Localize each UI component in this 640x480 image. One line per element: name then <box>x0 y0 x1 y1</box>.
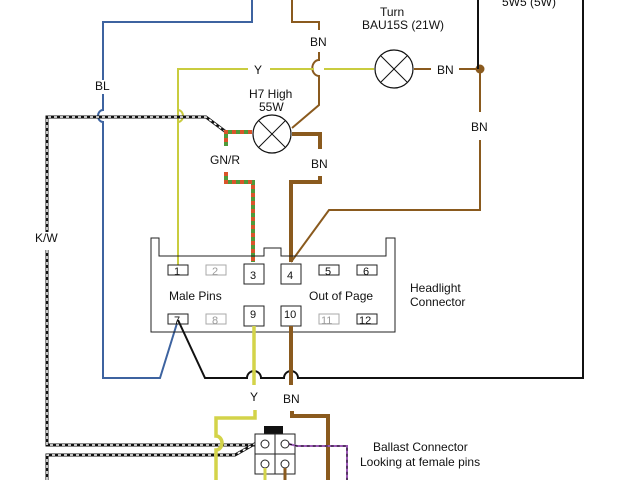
wire-y-ballast <box>214 410 257 480</box>
svg-text:6: 6 <box>363 266 369 278</box>
connector-name-line2: Connector <box>410 295 465 309</box>
svg-text:10: 10 <box>284 309 296 321</box>
high-bulb-title: H7 High <box>249 87 292 101</box>
svg-text:1: 1 <box>174 266 180 278</box>
wire-label-bn-turn: BN <box>437 63 454 77</box>
wire-gnr <box>224 130 255 262</box>
connector-name-line1: Headlight <box>410 281 461 295</box>
svg-text:7: 7 <box>174 315 180 327</box>
wire-bn-high-lower <box>289 176 322 262</box>
ballast-label-line1: Ballast Connector <box>373 440 468 454</box>
turn-bulb-spec: BAU15S (21W) <box>362 18 444 32</box>
wire-label-bn-top: BN <box>310 35 327 49</box>
high-beam-bulb-icon <box>252 114 292 154</box>
pin-8[interactable]: 8 <box>205 313 227 327</box>
headlight-connector-housing <box>150 237 396 333</box>
wire-label-kw: K/W <box>35 231 58 245</box>
wire-bn-right-lower <box>290 140 481 263</box>
pin-7[interactable]: 7 <box>167 313 189 327</box>
pin-6[interactable]: 6 <box>356 264 378 278</box>
wire-purple <box>288 443 348 480</box>
svg-text:11: 11 <box>321 315 332 327</box>
wire-label-bn-high: BN <box>311 157 328 171</box>
wire-bn-top <box>291 0 320 129</box>
pin-9[interactable]: 9 <box>243 305 265 327</box>
top-right-bulb-label: 5W5 (5W) <box>502 0 556 9</box>
pin-4[interactable]: 4 <box>280 263 302 285</box>
wire-label-bn-bottom: BN <box>283 392 300 406</box>
pin-5[interactable]: 5 <box>318 264 340 278</box>
ballast-label-line2: Looking at female pins <box>360 455 480 469</box>
wire-bn-high-upper <box>292 132 322 149</box>
wire-kw <box>45 115 259 480</box>
wire-label-bl: BL <box>95 79 110 93</box>
wire-label-bn-right: BN <box>471 120 488 134</box>
wire-bn-ballast <box>290 411 330 480</box>
pin-3[interactable]: 3 <box>243 263 265 285</box>
pin-2[interactable]: 2 <box>205 264 227 278</box>
turn-bulb-title: Turn <box>380 5 404 19</box>
ballast-connector <box>254 426 296 475</box>
high-bulb-spec: 55W <box>259 100 284 114</box>
connector-note-left: Male Pins <box>169 289 222 303</box>
wire-label-gnr: GN/R <box>210 153 240 167</box>
svg-text:4: 4 <box>287 270 293 282</box>
pin-1[interactable]: 1 <box>167 264 189 278</box>
wire-k-bottom <box>177 319 482 379</box>
svg-text:8: 8 <box>212 315 218 327</box>
pin-10[interactable]: 10 <box>280 305 302 327</box>
svg-text:3: 3 <box>250 270 256 282</box>
pin-11[interactable]: 11 <box>318 313 340 327</box>
svg-text:5: 5 <box>325 266 331 278</box>
connector-note-right: Out of Page <box>309 289 373 303</box>
wire-k-right <box>482 0 584 379</box>
svg-text:9: 9 <box>250 309 256 321</box>
turn-bulb-icon <box>374 49 414 89</box>
wire-label-y-bottom: Y <box>250 390 258 404</box>
pin-12[interactable]: 12 <box>356 313 378 327</box>
svg-text:12: 12 <box>359 315 371 327</box>
svg-text:2: 2 <box>212 266 218 278</box>
wire-label-y-top: Y <box>254 63 262 77</box>
